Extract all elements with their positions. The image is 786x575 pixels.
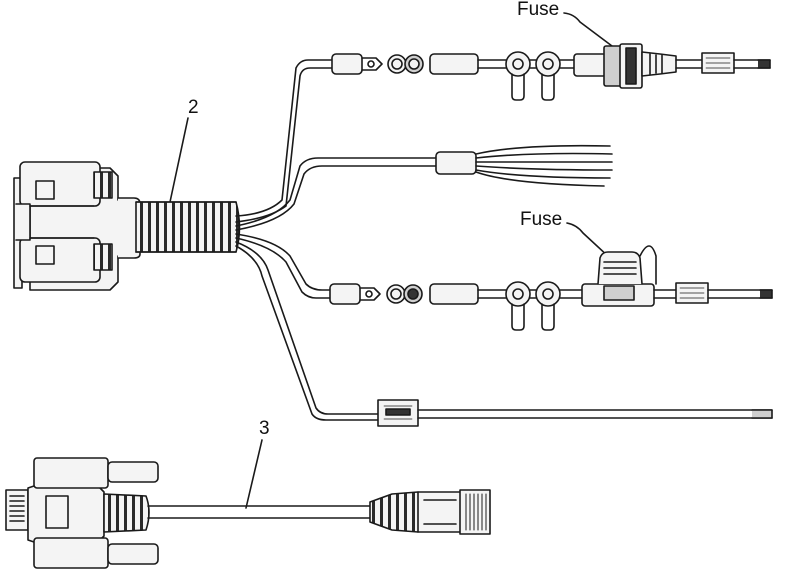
branch-c-middle-fused (330, 246, 772, 330)
fuse-label-middle: Fuse (520, 209, 562, 231)
callout-number-2: 2 (188, 97, 199, 119)
fuse-top-leader (564, 13, 612, 46)
fuse-label-top: Fuse (517, 0, 559, 21)
cable-item-3 (148, 506, 370, 518)
harness-trunk (236, 60, 436, 420)
branch-d-labeled-wire (378, 400, 772, 426)
branch-b-bare-wires (436, 146, 612, 186)
callout-2-leader (170, 118, 188, 202)
callout-number-3: 3 (259, 418, 270, 440)
strain-relief-top (136, 202, 240, 252)
callout-3-leader (246, 440, 262, 508)
branch-a-top-fused (332, 44, 770, 100)
db-connector-top (14, 162, 140, 290)
rj-plug-bottom (370, 490, 490, 534)
db-connector-bottom (6, 458, 158, 568)
